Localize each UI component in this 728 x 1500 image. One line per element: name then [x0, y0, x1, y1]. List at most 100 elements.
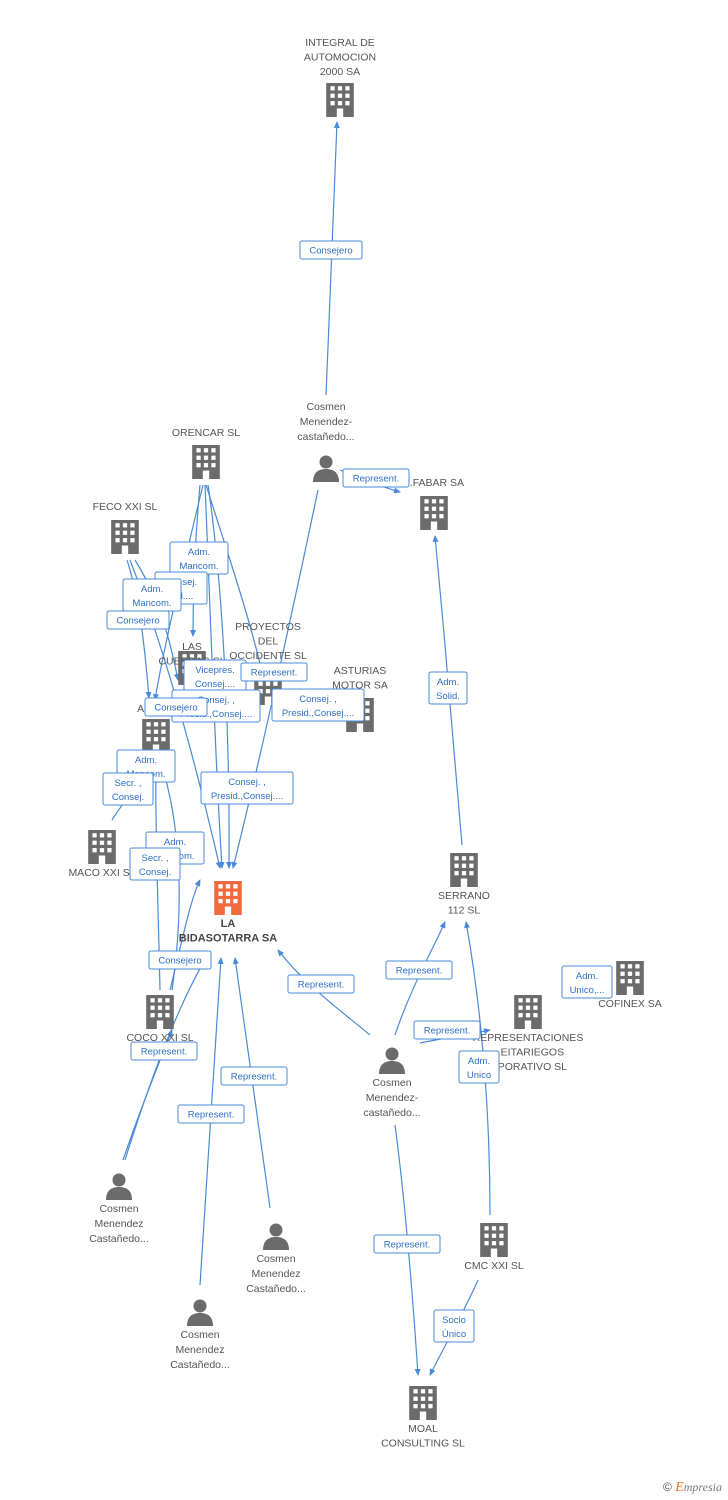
edge-label-adm-mancom-2[interactable]: Adm.Mancom.: [122, 578, 182, 612]
edge-label-consejero-coco[interactable]: Consejero: [148, 950, 212, 970]
edge-label-text: Consejero: [158, 956, 201, 967]
edge-label-text: Represent.: [251, 668, 297, 679]
edge-label-text: Consej. ,: [299, 694, 337, 705]
node-label-line: castañedo...: [363, 1107, 420, 1119]
node-p4[interactable]: CosmenMenendezCastañedo...: [170, 1299, 230, 1372]
edge-label-represent-coco[interactable]: Represent.: [130, 1041, 198, 1061]
edge-label-text: Consej.: [112, 792, 144, 803]
node-label-line: ...FABAR SA: [404, 477, 464, 489]
node-label-line: COFINEX SA: [598, 998, 662, 1010]
edge-label-represent-p4[interactable]: Represent.: [220, 1066, 288, 1086]
edge-label-represent-p5[interactable]: Represent.: [177, 1104, 245, 1124]
edge-label-represent-serrano[interactable]: Represent.: [385, 960, 453, 980]
edge-label-vicepres[interactable]: Vicepres.Consej....: [183, 659, 247, 693]
node-label-line: ASTURIAS: [334, 665, 387, 677]
node-label-line: Menendez: [175, 1344, 224, 1356]
brand-watermark: © Empresia: [663, 1480, 722, 1496]
edge-label-text: Consejero: [116, 616, 159, 627]
edge-label-text: Adm.: [437, 677, 459, 688]
node-fabar[interactable]: ...FABAR SA: [404, 477, 464, 530]
brand-e: E: [675, 1480, 684, 1495]
node-p3[interactable]: CosmenMenendezCastañedo...: [89, 1173, 149, 1246]
edge-label-adm-solid[interactable]: Adm. Solid.: [428, 671, 468, 705]
edge-label-secr-consej-2[interactable]: Secr. ,Consej.: [129, 847, 181, 881]
edge-label-text: Presid.,Consej....: [211, 791, 283, 802]
edge-label-consejero-integral[interactable]: Consejero: [299, 240, 363, 260]
node-label-line: CONSULTING SL: [381, 1438, 465, 1450]
building-icon: [214, 881, 242, 915]
copyright-symbol: ©: [663, 1480, 672, 1494]
building-icon: [409, 1386, 437, 1420]
edge-orencar-proyectos: [205, 484, 264, 673]
node-label-line: COCO XXI SL: [126, 1032, 193, 1044]
person-icon: [106, 1173, 132, 1200]
node-label-line: Menendez-: [300, 416, 353, 428]
node-representaciones[interactable]: REPRESENTACIONES...EITARIEGOS...PORATIVO…: [473, 995, 584, 1073]
edge-label-text: Adm.: [135, 755, 157, 766]
edge-label-adm-mancom-1[interactable]: Adm.Mancom.: [169, 541, 229, 575]
edge-label-text: Vicepres.: [195, 665, 234, 676]
edge-label-text: Represent.: [231, 1072, 277, 1083]
edge-label-consej-presid-2[interactable]: Consej. ,Presid.,Consej....: [271, 688, 365, 722]
node-orencar[interactable]: ORENCAR SL: [172, 427, 240, 479]
edge-label-secr-consej-1[interactable]: Secr. , Consej.: [102, 772, 154, 806]
node-label-line: Cosmen: [180, 1329, 219, 1341]
edge-label-text: Represent.: [396, 966, 442, 977]
edge-label-represent-main[interactable]: Represent.: [287, 974, 355, 994]
node-p5[interactable]: CosmenMenendezCastañedo...: [246, 1223, 306, 1296]
node-label-line: castañedo...: [297, 431, 354, 443]
node-cmc[interactable]: CMC XXI SL: [464, 1223, 524, 1272]
building-icon: [146, 995, 174, 1029]
building-icon: [514, 995, 542, 1029]
node-label-line: AUTOMOCION: [304, 52, 376, 64]
node-label-line: BIDASOTARRA SA: [179, 933, 277, 945]
edge-label-consej-presid-3[interactable]: Consej. ,Presid.,Consej....: [200, 771, 294, 805]
building-icon: [480, 1223, 508, 1257]
edge-label-text: Adm.: [576, 971, 598, 982]
node-maco[interactable]: MACO XXI SL: [68, 830, 136, 879]
node-feco[interactable]: FECO XXI SL: [93, 501, 158, 554]
node-coco[interactable]: COCO XXI SL: [126, 995, 194, 1044]
edge-label-text: Represent.: [298, 980, 344, 991]
edge-label-text: Secr. ,: [115, 778, 142, 789]
person-icon: [379, 1047, 405, 1074]
building-icon: [420, 496, 448, 530]
person-icon: [313, 455, 339, 482]
node-label-line: CMC XXI SL: [464, 1260, 524, 1272]
node-label-line: Menendez: [94, 1218, 143, 1230]
person-icon: [263, 1223, 289, 1250]
edge-label-represent-proyectos[interactable]: Represent.: [240, 662, 308, 682]
edge-label-consejero-auto[interactable]: Consejero: [144, 697, 208, 717]
edge-label-adm-unico-cofinex[interactable]: Adm.Unico,...: [561, 965, 613, 999]
node-label-line: Cosmen: [256, 1253, 295, 1265]
edge-label-text: Solid.: [436, 691, 460, 702]
node-label-line: REPRESENTACIONES: [473, 1032, 584, 1044]
node-main[interactable]: LA BIDASOTARRA SA: [179, 881, 277, 945]
node-label-line: 112 SL: [448, 905, 481, 917]
edge-label-text: Único: [442, 1329, 466, 1340]
edge-label-represent-repres[interactable]: Represent.: [413, 1020, 481, 1040]
building-icon: [616, 961, 644, 995]
node-p2[interactable]: CosmenMenendez-castañedo...: [363, 1047, 421, 1120]
node-label-line: Cosmen: [306, 401, 345, 413]
edge-label-text: Unico: [467, 1070, 491, 1081]
edge-label-represent-fabar[interactable]: Represent.: [342, 468, 410, 488]
edge-label-adm-unico-serrano[interactable]: Adm. Unico: [458, 1050, 500, 1084]
node-label-line: OCCIDENTE SL: [229, 650, 307, 662]
edge-label-text: Adm.: [468, 1056, 490, 1067]
edge-label-represent-moal[interactable]: Represent.: [373, 1234, 441, 1254]
edge-label-text: Adm.: [188, 547, 210, 558]
edge-label-text: Consejero: [309, 246, 352, 257]
node-label-line: Menendez-: [366, 1092, 419, 1104]
node-label-line: ...PORATIVO SL: [489, 1061, 567, 1073]
edge-label-consejero-feco[interactable]: Consejero: [106, 610, 170, 630]
node-label-line: LA: [221, 918, 236, 930]
node-p1[interactable]: CosmenMenendez-castañedo...: [297, 401, 355, 482]
edge-label-text: Represent.: [353, 474, 399, 485]
node-cofinex[interactable]: COFINEX SA: [598, 961, 662, 1010]
